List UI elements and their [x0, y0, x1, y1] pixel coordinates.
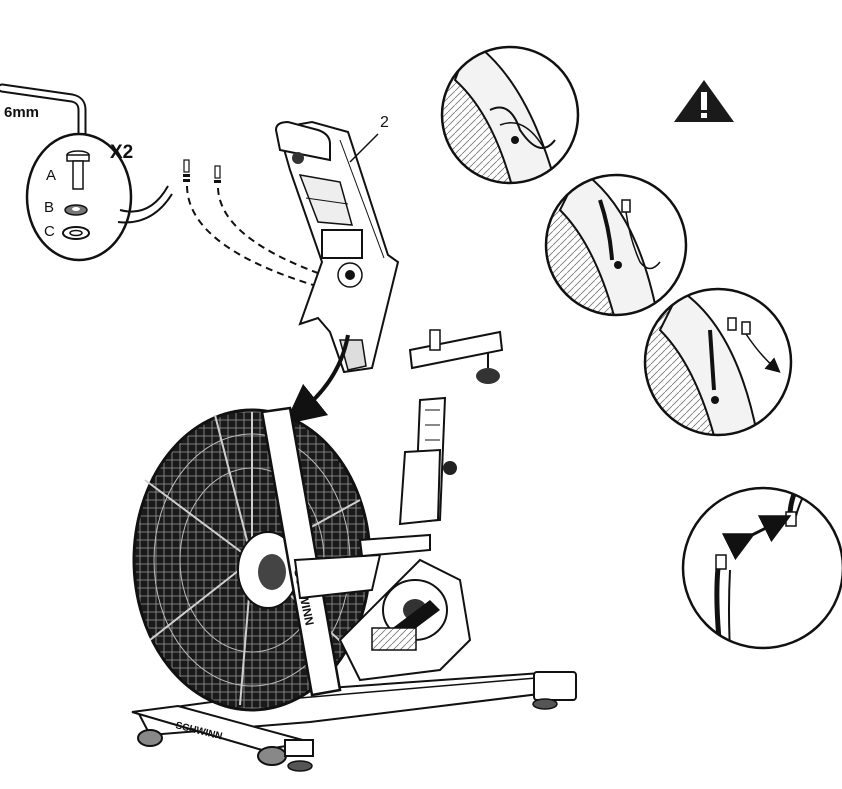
parts-callout: [25, 132, 173, 262]
part-2-leader: [349, 133, 379, 163]
install-arrow-icon: [284, 334, 350, 425]
lock-washer-icon: [64, 204, 88, 216]
bolt-icon: [66, 150, 90, 190]
console-mast-part-number: 2: [380, 114, 389, 131]
part-a-label: A: [46, 167, 57, 184]
allen-wrench-icon: [0, 83, 87, 141]
warning-triangle-icon: [674, 80, 734, 122]
part-b-label: B: [44, 199, 55, 216]
cable-connector-step-4: [681, 486, 842, 650]
tool-size-label: 6mm: [4, 104, 40, 121]
part-c-label: C: [44, 223, 55, 240]
quantity-label: X2: [110, 142, 134, 163]
air-bike: SCHWINN SCHWINN: [131, 329, 577, 772]
flat-washer-icon: [62, 226, 90, 240]
exploded-bolts: [183, 159, 333, 291]
console-mast: [274, 120, 400, 374]
